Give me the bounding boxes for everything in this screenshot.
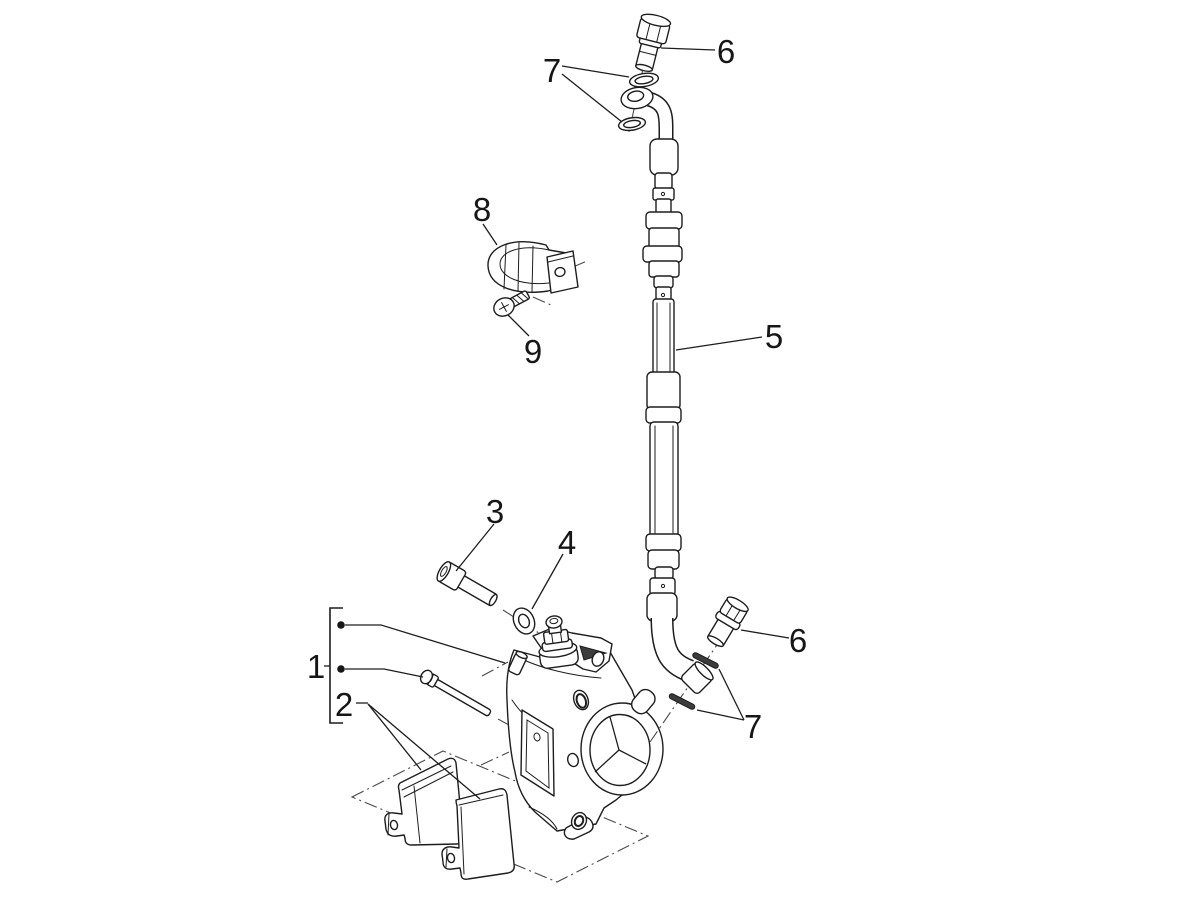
hose-clamp	[487, 241, 579, 294]
clamp-screw	[493, 290, 530, 317]
banjo-eye-top	[620, 86, 654, 110]
callout-7-middle: 7	[744, 708, 762, 745]
pad-pin-lower	[419, 669, 492, 717]
callout-6-middle: 6	[789, 622, 807, 659]
callout-6-top: 6	[717, 33, 735, 70]
callout-7-top: 7	[543, 52, 561, 89]
washer	[512, 607, 536, 635]
callout-8: 8	[473, 191, 491, 228]
callout-1: 1	[307, 648, 325, 685]
sealing-washers-middle	[668, 652, 719, 710]
callout-3: 3	[486, 493, 504, 530]
callout-5: 5	[765, 318, 783, 355]
pad-pin-upper	[508, 650, 528, 676]
callout-9: 9	[524, 333, 542, 370]
brake-hose	[642, 91, 714, 695]
leader-lines	[324, 47, 790, 800]
brake-pad-front	[441, 788, 515, 880]
banjo-bolt-middle	[706, 596, 749, 648]
brake-pad-rear	[384, 757, 464, 846]
sealing-washers-top	[617, 72, 660, 132]
caliper-mounting-bolt	[436, 561, 498, 607]
banjo-bolt-top	[635, 13, 672, 73]
bleed-valve	[538, 615, 579, 670]
callout-2: 2	[335, 686, 353, 723]
callout-4: 4	[558, 524, 576, 561]
brake-caliper	[506, 615, 664, 840]
